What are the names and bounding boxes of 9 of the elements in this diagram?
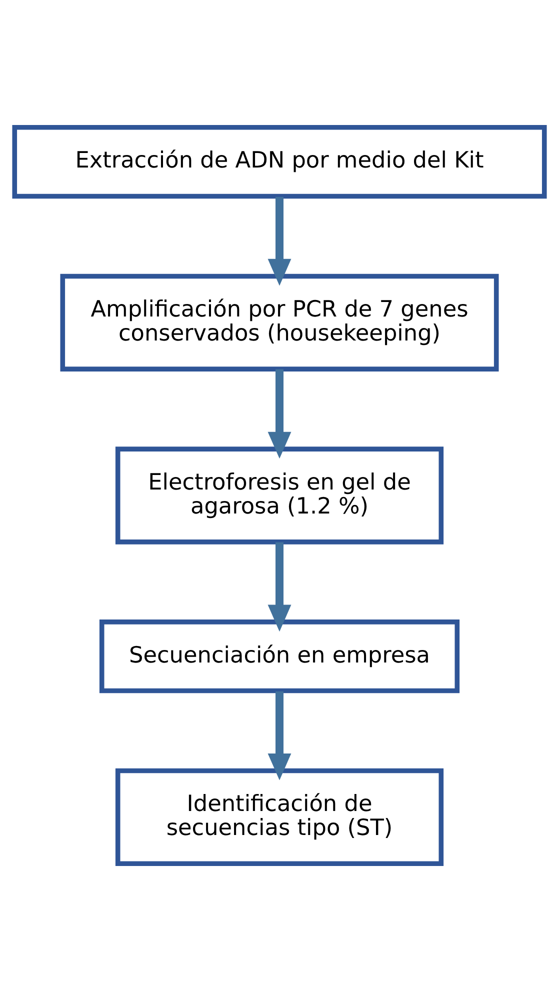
arrow — [268, 369, 292, 459]
arrow — [268, 196, 292, 286]
node-box: Identificación de secuencias tipo (ST) — [115, 768, 444, 866]
node-box: Amplificación por PCR de 7 genes conservados (housekeeping) — [60, 274, 499, 372]
arrow — [268, 691, 292, 780]
node-box: Electroforesis en gel de agarosa (1.2 %) — [115, 446, 444, 544]
node-box: Extracción de ADN por medio del Kit — [12, 125, 547, 199]
arrow — [268, 542, 292, 632]
node-box: Secuenciación en empresa — [99, 620, 460, 694]
